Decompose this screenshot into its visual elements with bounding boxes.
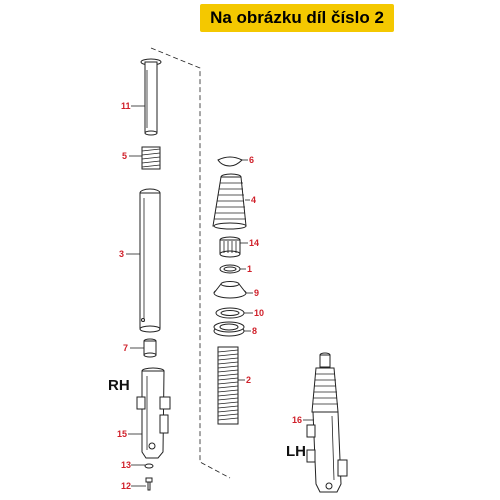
part-washer[interactable] <box>144 463 154 469</box>
part-lower-leg-lh[interactable] <box>306 352 348 493</box>
label-part-10: 10 <box>254 308 264 318</box>
leader-lines <box>126 105 314 487</box>
part-bolt[interactable] <box>145 477 153 491</box>
part-number-banner: Na obrázku díl číslo 2 <box>200 4 394 32</box>
assembly-guide-line <box>150 47 231 479</box>
part-long-tube[interactable] <box>139 188 161 333</box>
label-part-3: 3 <box>119 249 124 259</box>
label-part-6: 6 <box>249 155 254 165</box>
side-label-left: LH <box>286 443 306 460</box>
label-part-16: 16 <box>292 415 302 425</box>
part-short-spring[interactable] <box>141 146 161 170</box>
label-part-2: 2 <box>246 375 251 385</box>
label-part-5: 5 <box>122 151 127 161</box>
label-part-15: 15 <box>117 429 127 439</box>
part-dust-boot[interactable] <box>212 173 247 230</box>
label-part-8: 8 <box>252 326 257 336</box>
side-label-right: RH <box>108 377 130 394</box>
part-cap-nut[interactable] <box>219 236 241 258</box>
label-part-7: 7 <box>123 343 128 353</box>
part-fork-spring[interactable] <box>217 346 239 425</box>
part-bushing[interactable] <box>143 338 157 358</box>
banner-text: Na obrázku díl číslo 2 <box>210 8 384 27</box>
label-part-1: 1 <box>247 264 252 274</box>
part-seal-cone[interactable] <box>213 281 247 299</box>
part-circlip[interactable] <box>217 156 243 167</box>
label-part-9: 9 <box>254 288 259 298</box>
label-part-14: 14 <box>249 238 259 248</box>
part-thin-ring[interactable] <box>215 307 245 319</box>
label-part-11: 11 <box>121 101 131 111</box>
part-lower-leg-rh[interactable] <box>136 367 171 459</box>
label-part-13: 13 <box>121 460 131 470</box>
part-o-ring[interactable] <box>219 264 241 274</box>
part-oil-seal[interactable] <box>213 321 245 337</box>
part-inner-tube-top[interactable] <box>140 58 162 136</box>
label-part-12: 12 <box>121 481 131 491</box>
label-part-4: 4 <box>251 195 256 205</box>
